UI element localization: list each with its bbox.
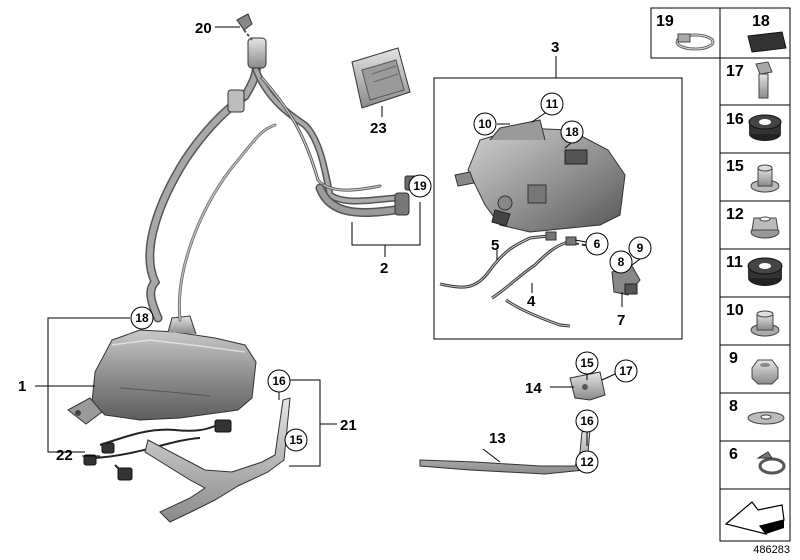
- callout-11-circle: 11: [540, 92, 564, 116]
- svg-text:16: 16: [272, 374, 286, 388]
- callout-13: 13: [489, 430, 506, 447]
- callout-4: 4: [527, 293, 536, 310]
- svg-text:16: 16: [580, 414, 594, 428]
- callout-20: 20: [195, 20, 212, 37]
- pad-icon: [747, 31, 787, 53]
- callout-18-circle: 18: [560, 120, 584, 144]
- wiring-harness: [83, 419, 232, 481]
- svg-text:12: 12: [580, 455, 594, 469]
- svg-text:6: 6: [594, 237, 601, 251]
- callout-16-rod-circle: 16: [575, 409, 599, 433]
- panel-label-16: 16: [726, 111, 744, 128]
- arrow-symbol-icon: [724, 501, 785, 535]
- hex-nut-icon: [751, 359, 779, 385]
- rubber-grommet-icon: [747, 257, 783, 286]
- svg-text:8: 8: [618, 255, 625, 269]
- callouts: 20 23 3 2 5 4 7 1 22 21 14 13 10 11 18 1…: [18, 20, 652, 474]
- panel-label-10: 10: [726, 302, 744, 319]
- callout-5: 5: [491, 237, 499, 254]
- svg-text:18: 18: [135, 311, 149, 325]
- valve-fitting: [227, 13, 267, 113]
- panel-label-12: 12: [726, 206, 744, 223]
- callout-6-circle: 6: [585, 232, 609, 256]
- callout-23: 23: [370, 120, 387, 137]
- svg-text:18: 18: [565, 125, 579, 139]
- callout-22: 22: [56, 447, 73, 464]
- svg-text:15: 15: [580, 356, 594, 370]
- collar-nut-icon: [750, 310, 780, 337]
- hose-clamp-icon: [675, 33, 715, 51]
- callout-15-bracket-circle: 15: [575, 351, 599, 375]
- svg-text:11: 11: [546, 97, 559, 111]
- panel-label-9: 9: [729, 350, 738, 367]
- svg-text:17: 17: [619, 364, 633, 378]
- washer-icon: [747, 411, 785, 425]
- fluid-reservoir-tank: [67, 315, 257, 425]
- callout-3: 3: [551, 39, 559, 56]
- callout-7: 7: [617, 312, 625, 329]
- flange-nut-icon: [750, 216, 780, 239]
- filler-hose: [145, 55, 400, 323]
- callout-16-circle: 16: [267, 369, 291, 393]
- secondary-tank: [454, 119, 626, 233]
- panel-label-18: 18: [752, 13, 770, 30]
- panel-label-19: 19: [656, 13, 674, 30]
- grommet-icon: [748, 114, 782, 141]
- panel-label-6: 6: [729, 446, 738, 463]
- callout-21: 21: [340, 417, 357, 434]
- callout-14: 14: [525, 380, 542, 397]
- svg-text:9: 9: [637, 241, 644, 255]
- callout-12-circle: 12: [575, 450, 599, 474]
- tank-bracket: [144, 397, 291, 523]
- callout-19-circle: 19: [408, 174, 432, 198]
- callout-8-circle: 8: [609, 250, 633, 274]
- callout-1: 1: [18, 378, 26, 395]
- callout-17-circle: 17: [614, 359, 638, 383]
- svg-text:10: 10: [478, 117, 492, 131]
- spacer-sleeve-icon: [750, 164, 780, 193]
- mounting-bracket: [569, 371, 606, 401]
- control-unit: [351, 47, 411, 109]
- callout-9-circle: 9: [628, 236, 652, 260]
- spring-clamp-icon: [756, 451, 786, 475]
- panel-label-8: 8: [729, 398, 738, 415]
- parts-panel: 19 18 17 16 15: [650, 7, 791, 542]
- diagram-id: 486283: [753, 544, 790, 556]
- callout-10-circle: 10: [473, 112, 497, 136]
- panel-label-11: 11: [726, 254, 743, 271]
- bolt-icon: [755, 61, 773, 99]
- callout-2: 2: [380, 260, 388, 277]
- panel-label-15: 15: [726, 158, 744, 175]
- panel-label-17: 17: [726, 63, 744, 80]
- svg-text:15: 15: [289, 433, 303, 447]
- callout-18-lower-circle: 18: [130, 306, 154, 330]
- svg-text:19: 19: [413, 179, 427, 193]
- callout-15-circle: 15: [284, 428, 308, 452]
